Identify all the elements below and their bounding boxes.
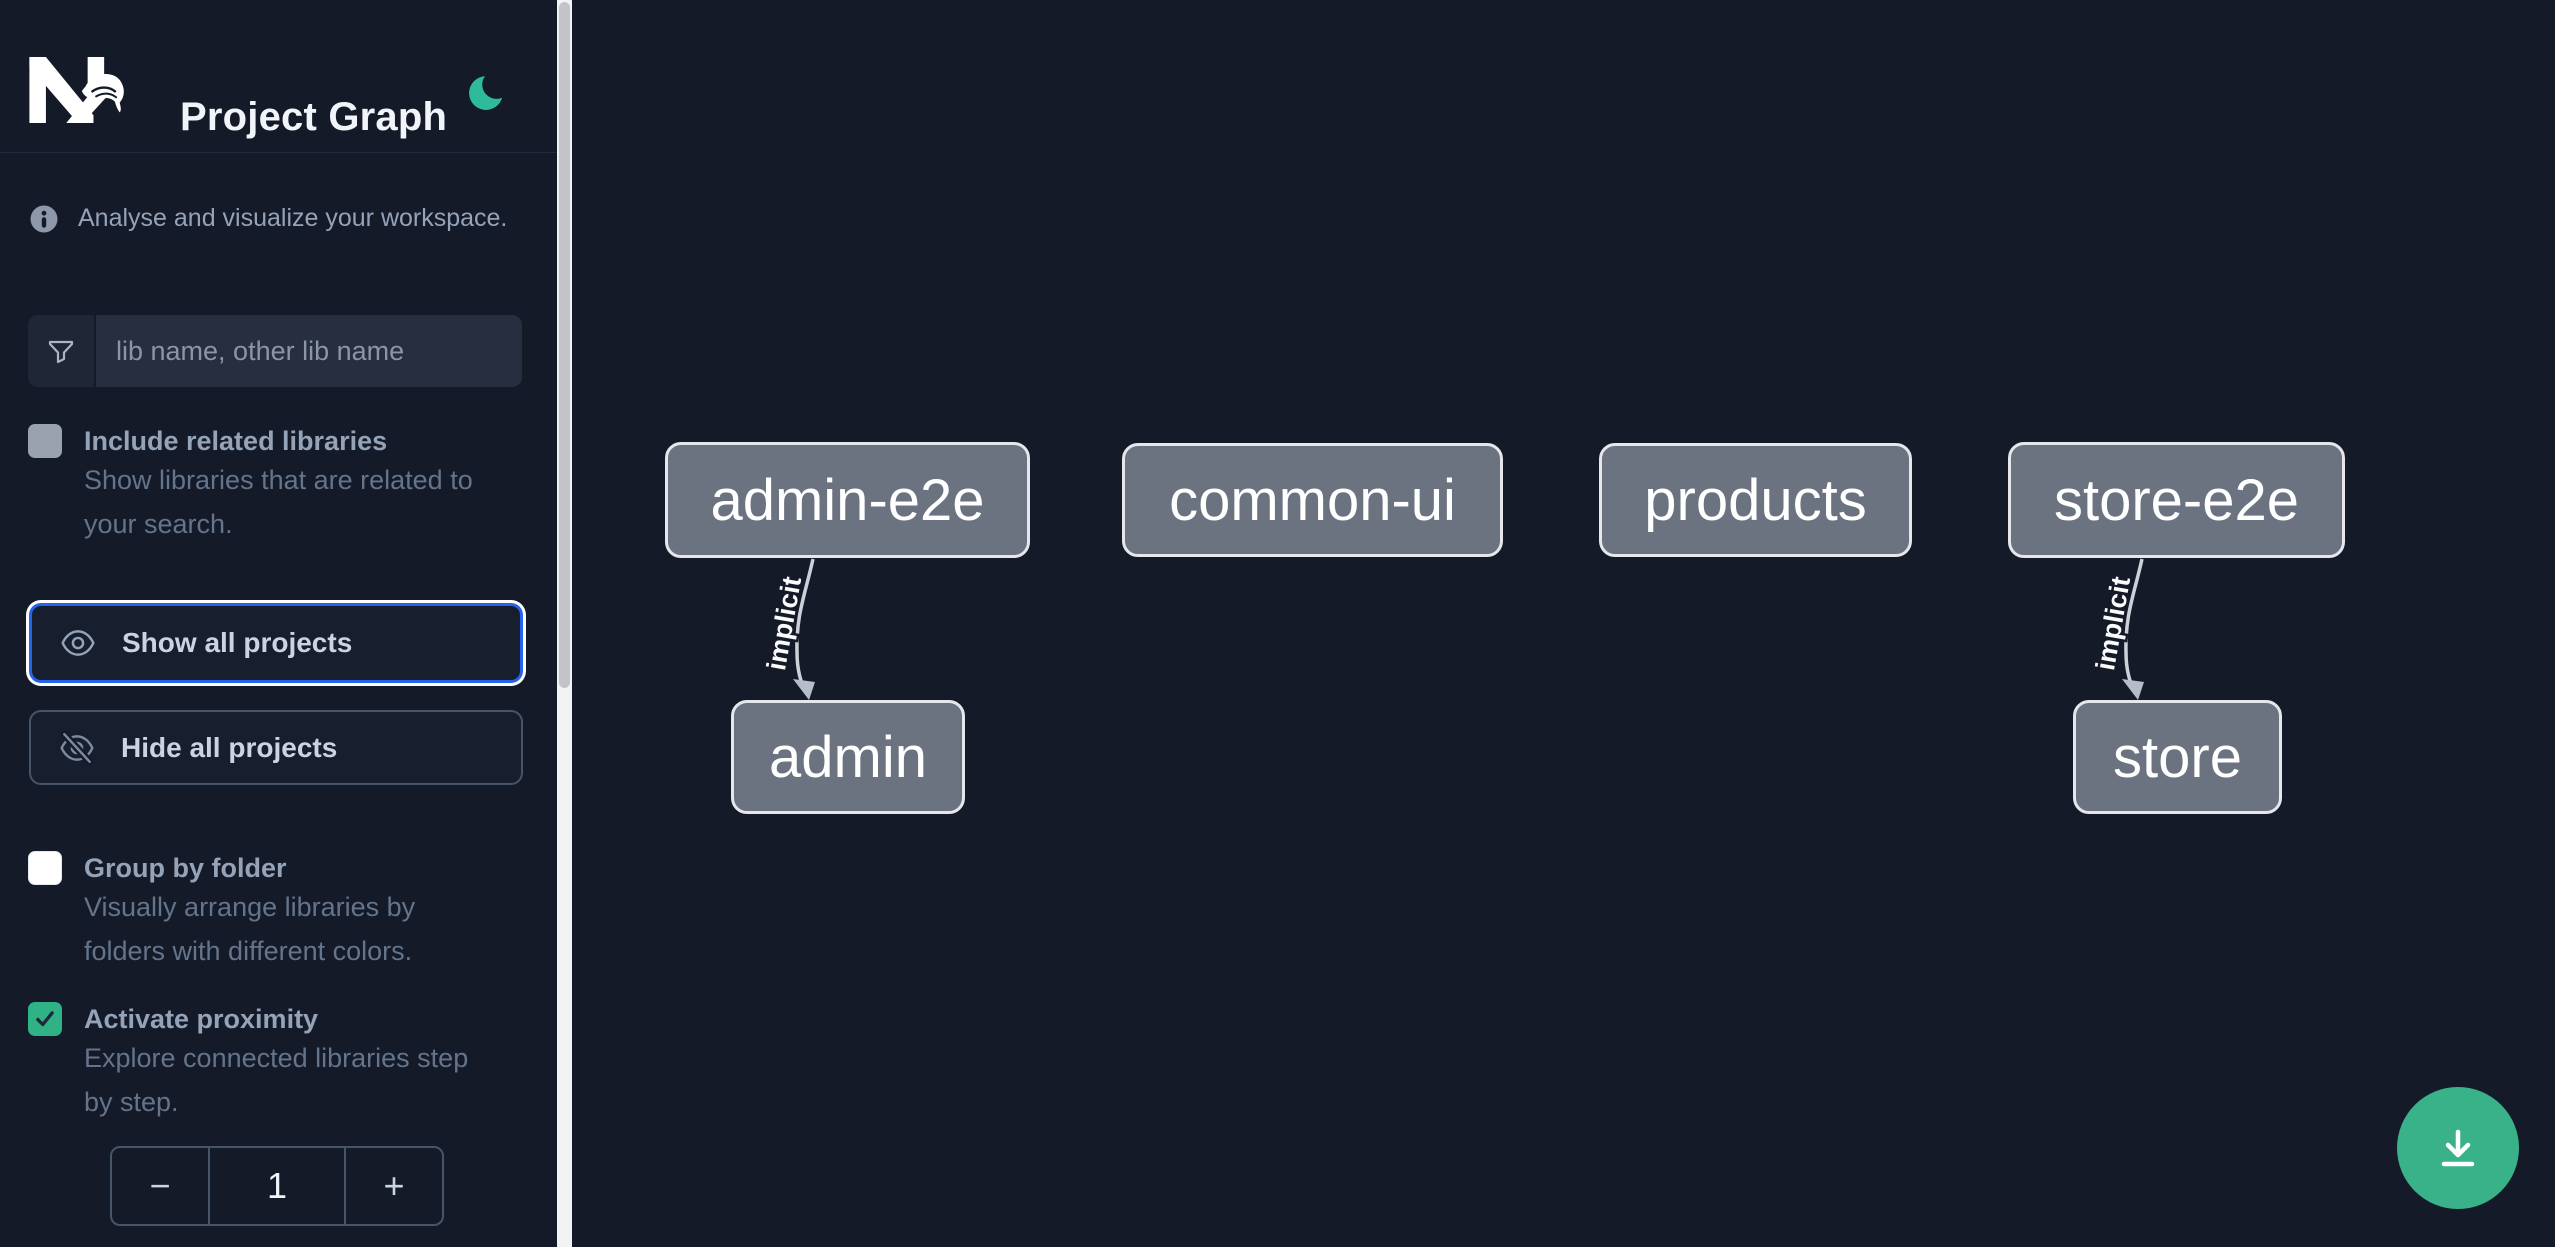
check-icon <box>36 1011 54 1027</box>
info-icon <box>30 205 58 232</box>
graph-node-products[interactable]: products <box>1599 443 1912 557</box>
group-by-folder-description: Visually arrange libraries by folders wi… <box>84 892 416 966</box>
eye-slash-icon <box>60 730 94 765</box>
increment-button[interactable]: + <box>344 1148 442 1224</box>
search-input[interactable] <box>96 315 522 387</box>
moon-icon[interactable] <box>468 73 506 111</box>
edge-label-implicit: implicit <box>2090 574 2136 672</box>
edge-label-implicit: implicit <box>761 574 807 672</box>
hide-all-projects-label: Hide all projects <box>121 731 338 763</box>
edge-store-e2e-store[interactable]: implicit <box>2088 558 2144 700</box>
download-graph-button[interactable] <box>2397 1087 2519 1209</box>
eye-icon <box>61 630 95 656</box>
activate-proximity-description: Explore connected libraries step by step… <box>84 1043 469 1117</box>
hide-all-projects-button[interactable]: Hide all projects <box>29 710 523 785</box>
group-by-folder-label: Group by folder <box>84 853 287 883</box>
edge-admin-e2e-admin[interactable]: implicit <box>759 558 815 700</box>
proximity-depth-stepper: − 1 + <box>110 1146 444 1226</box>
graph-node-common-ui[interactable]: common-ui <box>1122 443 1503 557</box>
decrement-button[interactable]: − <box>112 1148 210 1224</box>
workspace-tagline-row: Analyse and visualize your workspace. <box>30 204 507 233</box>
workspace-tagline: Analyse and visualize your workspace. <box>78 204 508 232</box>
graph-node-store-e2e[interactable]: store-e2e <box>2008 442 2345 558</box>
show-all-projects-label: Show all projects <box>122 627 353 658</box>
app-header: Project Graph <box>0 0 557 153</box>
nx-logo <box>29 57 124 123</box>
proximity-depth-value: 1 <box>266 1165 288 1206</box>
download-icon <box>2441 1129 2475 1167</box>
include-related-checkbox[interactable] <box>28 424 62 458</box>
graph-node-admin-e2e[interactable]: admin-e2e <box>665 442 1030 558</box>
activate-proximity-checkbox[interactable] <box>28 1002 62 1036</box>
sidebar-scrollbar-thumb[interactable] <box>559 2 570 688</box>
page-title: Project Graph <box>180 94 448 139</box>
include-related-description: Show libraries that are related to your … <box>84 465 473 539</box>
filter-icon <box>28 315 96 387</box>
sidebar: Project Graph Analyse and visualize your… <box>0 0 557 1247</box>
include-related-label: Include related libraries <box>84 426 388 456</box>
graph-node-admin[interactable]: admin <box>731 700 965 814</box>
sidebar-scrollbar-track[interactable] <box>557 0 572 1247</box>
graph-canvas[interactable]: implicit implicit admin-e2e common-ui pr… <box>572 0 2555 1247</box>
activate-proximity-label: Activate proximity <box>84 1004 319 1034</box>
graph-node-store[interactable]: store <box>2073 700 2282 814</box>
group-by-folder-checkbox[interactable] <box>28 851 62 885</box>
search-filter <box>28 315 522 387</box>
show-all-projects-button[interactable]: Show all projects <box>29 603 523 683</box>
